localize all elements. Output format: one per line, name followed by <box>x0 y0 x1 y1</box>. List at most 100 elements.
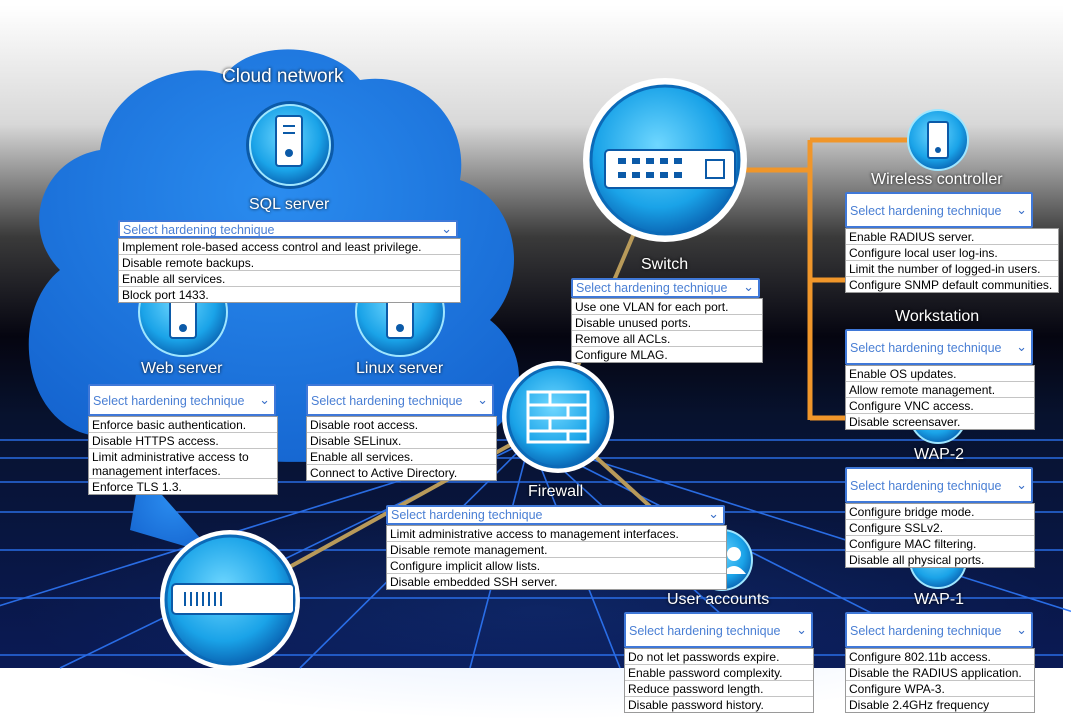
wireless-option[interactable]: Limit the number of logged-in users. <box>846 260 1058 276</box>
users-hardening-options: Do not let passwords expire. Enable pass… <box>624 648 814 713</box>
sql-option[interactable]: Implement role-based access control and … <box>119 238 460 254</box>
sql-hardening-select[interactable]: Select hardening technique ⌄ <box>118 220 458 238</box>
linux-option[interactable]: Disable SELinux. <box>307 432 496 448</box>
server-icon <box>275 115 303 167</box>
web-option[interactable]: Enforce basic authentication. <box>89 416 277 432</box>
sql-option[interactable]: Disable remote backups. <box>119 254 460 270</box>
firewall-option[interactable]: Disable embedded SSH server. <box>387 573 726 589</box>
wap1-option[interactable]: Configure 802.11b access. <box>846 648 1034 664</box>
users-hardening-select[interactable]: Select hardening technique ⌄ <box>624 612 813 648</box>
workstation-hardening-options: Enable OS updates. Allow remote manageme… <box>845 365 1035 430</box>
wireless-option[interactable]: Configure SNMP default communities. <box>846 276 1058 292</box>
web-hardening-options: Enforce basic authentication. Disable HT… <box>88 416 278 495</box>
router-icon <box>171 583 295 615</box>
firewall-option[interactable]: Limit administrative access to managemen… <box>387 525 726 541</box>
chevron-down-icon: ⌄ <box>1016 477 1027 492</box>
wap2-label: WAP-2 <box>914 446 965 463</box>
select-placeholder: Select hardening technique <box>391 508 543 522</box>
linux-server-label: Linux server <box>356 360 444 377</box>
firewall-option[interactable]: Configure implicit allow lists. <box>387 557 726 573</box>
wap1-hardening-widget: Select hardening technique ⌄ Configure 8… <box>845 612 1035 713</box>
linux-hardening-select[interactable]: Select hardening technique ⌄ <box>306 384 494 416</box>
wap2-hardening-widget: Select hardening technique ⌄ Configure b… <box>845 467 1035 568</box>
web-hardening-widget: Select hardening technique ⌄ Enforce bas… <box>88 384 278 495</box>
wap2-option[interactable]: Configure MAC filtering. <box>846 535 1034 551</box>
select-placeholder: Select hardening technique <box>850 624 1002 638</box>
switch-option[interactable]: Use one VLAN for each port. <box>572 298 762 314</box>
wireless-option[interactable]: Configure local user log-ins. <box>846 244 1058 260</box>
user-icon <box>722 547 746 574</box>
linux-option[interactable]: Connect to Active Directory. <box>307 464 496 480</box>
linux-hardening-widget: Select hardening technique ⌄ Disable roo… <box>306 384 497 481</box>
chevron-down-icon: ⌄ <box>259 392 270 407</box>
workstation-hardening-select[interactable]: Select hardening technique ⌄ <box>845 329 1033 365</box>
wap2-option[interactable]: Configure SSLv2. <box>846 519 1034 535</box>
workstation-label: Workstation <box>895 308 980 325</box>
chevron-down-icon: ⌄ <box>708 506 719 521</box>
wireless-hardening-select[interactable]: Select hardening technique ⌄ <box>845 192 1033 228</box>
chevron-down-icon: ⌄ <box>441 221 452 236</box>
sql-option[interactable]: Enable all services. <box>119 270 460 286</box>
server-icon <box>169 297 197 339</box>
wireless-controller-label: Wireless controller <box>871 171 1003 188</box>
web-hardening-select[interactable]: Select hardening technique ⌄ <box>88 384 276 416</box>
wap1-label: WAP-1 <box>914 591 965 608</box>
linux-option[interactable]: Disable root access. <box>307 416 496 432</box>
users-option[interactable]: Do not let passwords expire. <box>625 648 813 664</box>
wireless-hardening-widget: Select hardening technique ⌄ Enable RADI… <box>845 192 1059 293</box>
wireless-option[interactable]: Enable RADIUS server. <box>846 228 1058 244</box>
firewall-hardening-select[interactable]: Select hardening technique ⌄ <box>386 505 725 525</box>
web-option[interactable]: Limit administrative access to managemen… <box>89 448 277 478</box>
wireless-hardening-options: Enable RADIUS server. Configure local us… <box>845 228 1059 293</box>
wap2-option[interactable]: Configure bridge mode. <box>846 503 1034 519</box>
chevron-down-icon: ⌄ <box>1016 202 1027 217</box>
user-accounts-label: User accounts <box>667 591 770 608</box>
wap1-option[interactable]: Disable the RADIUS application. <box>846 664 1034 680</box>
server-icon <box>386 297 414 339</box>
firewall-hardening-options: Limit administrative access to managemen… <box>386 525 727 590</box>
users-option[interactable]: Reduce password length. <box>625 680 813 696</box>
select-placeholder: Select hardening technique <box>311 394 463 408</box>
wap2-hardening-select[interactable]: Select hardening technique ⌄ <box>845 467 1033 503</box>
users-hardening-widget: Select hardening technique ⌄ Do not let … <box>624 612 814 713</box>
sql-hardening-options: Implement role-based access control and … <box>118 238 461 303</box>
select-placeholder: Select hardening technique <box>93 394 245 408</box>
switch-option[interactable]: Remove all ACLs. <box>572 330 762 346</box>
switch-hardening-widget: Select hardening technique ⌄ Use one VLA… <box>571 278 763 363</box>
sql-hardening-widget: Select hardening technique ⌄ Implement r… <box>118 220 461 303</box>
cloud-network-label: Cloud network <box>222 66 344 87</box>
firewall-icon <box>526 390 590 444</box>
chevron-down-icon: ⌄ <box>796 622 807 637</box>
wap1-hardening-select[interactable]: Select hardening technique ⌄ <box>845 612 1033 648</box>
web-server-label: Web server <box>141 360 223 377</box>
select-placeholder: Select hardening technique <box>850 479 1002 493</box>
workstation-option[interactable]: Allow remote management. <box>846 381 1034 397</box>
firewall-option[interactable]: Disable remote management. <box>387 541 726 557</box>
switch-option[interactable]: Configure MLAG. <box>572 346 762 362</box>
select-placeholder: Select hardening technique <box>850 204 1002 218</box>
wap2-hardening-options: Configure bridge mode. Configure SSLv2. … <box>845 503 1035 568</box>
wap1-option[interactable]: Configure WPA-3. <box>846 680 1034 696</box>
workstation-option[interactable]: Enable OS updates. <box>846 365 1034 381</box>
web-option[interactable]: Disable HTTPS access. <box>89 432 277 448</box>
users-option[interactable]: Disable password history. <box>625 696 813 712</box>
wap2-option[interactable]: Disable all physical ports. <box>846 551 1034 567</box>
workstation-option[interactable]: Configure VNC access. <box>846 397 1034 413</box>
select-placeholder: Select hardening technique <box>576 281 728 295</box>
select-placeholder: Select hardening technique <box>123 223 275 237</box>
switch-hardening-select[interactable]: Select hardening technique ⌄ <box>571 278 760 298</box>
chevron-down-icon: ⌄ <box>1016 622 1027 637</box>
linux-hardening-options: Disable root access. Disable SELinux. En… <box>306 416 497 481</box>
chevron-down-icon: ⌄ <box>743 279 754 294</box>
select-placeholder: Select hardening technique <box>850 341 1002 355</box>
workstation-option[interactable]: Disable screensaver. <box>846 413 1034 429</box>
select-placeholder: Select hardening technique <box>629 624 781 638</box>
linux-option[interactable]: Enable all services. <box>307 448 496 464</box>
web-option[interactable]: Enforce TLS 1.3. <box>89 478 277 494</box>
workstation-hardening-widget: Select hardening technique ⌄ Enable OS u… <box>845 329 1035 430</box>
wap1-option[interactable]: Disable 2.4GHz frequency <box>846 696 1034 712</box>
switch-option[interactable]: Disable unused ports. <box>572 314 762 330</box>
sql-option[interactable]: Block port 1433. <box>119 286 460 302</box>
users-option[interactable]: Enable password complexity. <box>625 664 813 680</box>
